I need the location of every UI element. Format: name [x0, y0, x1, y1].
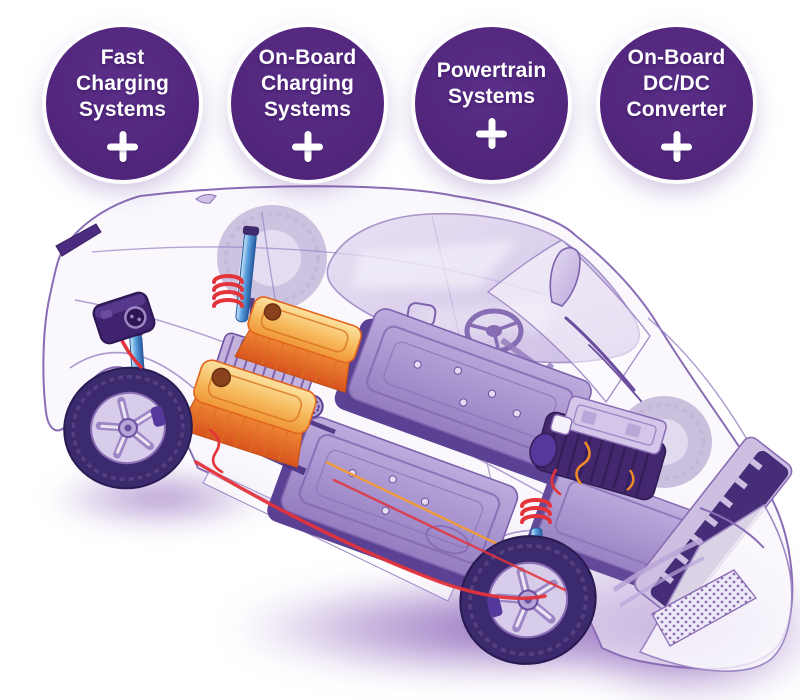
callout-label-line: Systems: [447, 85, 536, 108]
front-wheel: [459, 535, 597, 665]
expand-plus-icon[interactable]: [661, 131, 692, 162]
wiper-arm: [564, 316, 636, 392]
orange-housing-upper: [234, 296, 362, 394]
front-bumper: [612, 503, 793, 672]
taillight: [55, 223, 102, 257]
orange-housing-lower: [178, 359, 317, 468]
callout-label-line: Fast: [100, 45, 145, 69]
ev-cutaway-svg: [42, 185, 800, 700]
callout-label: Fast Charging Systems: [76, 45, 169, 123]
expand-plus-icon[interactable]: [292, 131, 323, 162]
windshield: [486, 239, 651, 404]
grille-mesh: [651, 569, 757, 647]
callout-label-line: DC/DC: [642, 71, 710, 95]
charge-port: [92, 291, 156, 345]
callout-on-board-charging-systems[interactable]: On-Board Charging Systems: [231, 27, 384, 180]
front-drive-assembly: [520, 395, 793, 672]
callout-label: Powertrain Systems: [437, 58, 547, 110]
rear-wheel: [63, 366, 193, 490]
coil-spring-front: [520, 498, 552, 524]
hv-cables: [114, 326, 567, 601]
callout-label-line: Converter: [626, 98, 727, 122]
callout-powertrain-systems[interactable]: Powertrain Systems: [415, 27, 568, 180]
callout-label-line: Charging: [76, 71, 169, 95]
expand-plus-icon[interactable]: [107, 131, 138, 162]
callout-label-line: Powertrain: [436, 58, 547, 82]
callout-fast-charging-systems[interactable]: Fast Charging Systems: [46, 27, 199, 180]
callout-label-line: On-Board: [258, 45, 357, 69]
side-mirror: [549, 247, 581, 307]
callout-on-board-dcdc-converter[interactable]: On-Board DC/DC Converter: [600, 27, 753, 180]
callout-label-line: Systems: [263, 98, 352, 122]
callout-label-line: Charging: [261, 71, 354, 95]
expand-plus-icon[interactable]: [476, 118, 507, 149]
callout-label: On-Board DC/DC Converter: [626, 45, 726, 123]
callout-label-line: On-Board: [627, 45, 726, 69]
callout-label: On-Board Charging Systems: [259, 45, 357, 123]
callout-label-line: Systems: [78, 98, 167, 122]
